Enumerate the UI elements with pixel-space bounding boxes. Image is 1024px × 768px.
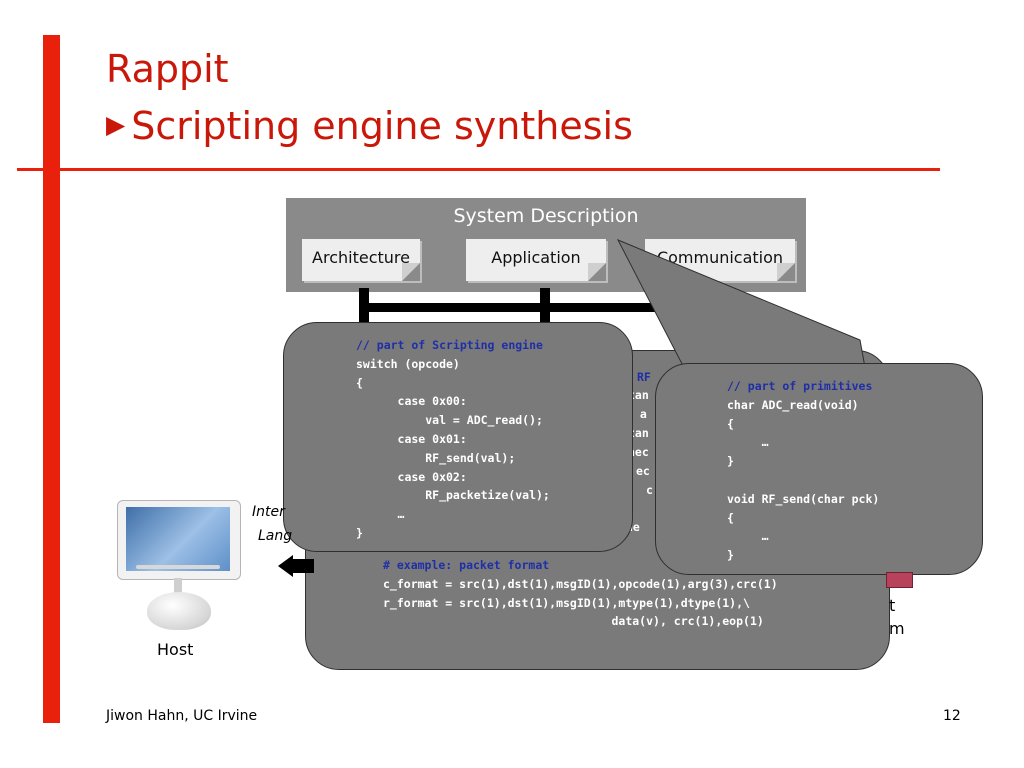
arrow-left-icon — [278, 555, 293, 577]
system-description-title: System Description — [453, 205, 639, 227]
page-number: 12 — [943, 708, 961, 724]
triangle-bullet-icon: ▶ — [106, 110, 126, 139]
page-fold-icon — [588, 263, 606, 281]
primitives-bubble — [655, 363, 983, 575]
primitives-line: } — [727, 548, 734, 563]
page-fold-icon — [777, 263, 795, 281]
communication-label: Communication — [656, 248, 784, 267]
scripting_engine-line: // part of Scripting engine — [356, 338, 543, 352]
footer-author: Jiwon Hahn, UC Irvine — [106, 708, 258, 724]
host-label: Host — [157, 640, 194, 659]
title-rule — [17, 168, 940, 171]
primitives-line: … — [727, 435, 769, 450]
hidden-code-fragment: ec — [636, 464, 650, 478]
packet_format-line: # example: packet format — [383, 558, 550, 572]
scripting_engine-line: { — [356, 375, 363, 390]
primitives-code: // part of primitives char ADC_read(void)… — [727, 377, 879, 565]
connector-application — [540, 288, 550, 336]
scripting-engine-code: // part of Scripting engine switch (opcod… — [356, 336, 550, 543]
interface-label-line1: Inter — [252, 504, 285, 520]
packet_format-line: data(v), crc(1),eop(1) — [383, 614, 764, 629]
slide-title: Rappit — [106, 47, 229, 91]
imac-neck — [174, 578, 182, 600]
slide-subtitle: ▶Scripting engine synthesis — [106, 102, 633, 149]
hidden-code-fragment: nec — [628, 445, 649, 459]
packet_format-line: c_format = src(1),dst(1),msgID(1),opcode… — [383, 576, 778, 591]
primitives-line — [727, 471, 879, 490]
primitives-line: void RF_send(char pck) — [727, 491, 880, 506]
primitives-line: char ADC_read(void) — [727, 397, 859, 412]
scripting_engine-line: … — [356, 507, 405, 522]
interface-label-line2: Lang — [258, 528, 293, 544]
scripting-engine-bubble — [283, 322, 633, 552]
scripting_engine-line: val = ADC_read(); — [356, 413, 543, 428]
primitives-line: { — [727, 510, 734, 525]
page-fold-icon — [402, 263, 420, 281]
hidden-code-fragment: RF — [637, 370, 651, 384]
hidden-code-fragment: tan — [628, 388, 649, 402]
scripting_engine-line: RF_packetize(val); — [356, 488, 550, 503]
application-card: Application — [466, 239, 606, 281]
primitives-line: // part of primitives — [727, 379, 873, 393]
scripting_engine-line: RF_send(val); — [356, 450, 516, 465]
imac-dock — [136, 565, 220, 569]
target-label-line1: t — [889, 596, 896, 615]
scripting_engine-line: } — [356, 525, 363, 540]
architecture-label: Architecture — [312, 248, 410, 267]
primitives-line: } — [727, 454, 734, 469]
target-label-line2: m — [889, 619, 905, 638]
subtitle-text: Scripting engine synthesis — [131, 104, 633, 148]
sensor-board-icon — [886, 572, 913, 588]
accent-bar — [43, 35, 60, 723]
primitives-line: … — [727, 529, 769, 544]
scripting_engine-line: case 0x01: — [356, 431, 467, 446]
hidden-code-fragment: c — [646, 483, 653, 497]
scripting_engine-line: case 0x02: — [356, 469, 467, 484]
primitives-line: { — [727, 416, 734, 431]
scripting_engine-line: switch (opcode) — [356, 356, 460, 371]
scripting_engine-line: case 0x00: — [356, 394, 467, 409]
imac-base — [147, 592, 211, 630]
application-label: Application — [491, 248, 581, 267]
packet-format-code: # example: packet format c_format = src(1… — [383, 556, 778, 631]
imac-screen — [126, 507, 230, 571]
connector-bus — [359, 303, 736, 312]
connector-architecture — [359, 288, 369, 338]
arrow-shaft — [292, 559, 314, 573]
packet_format-line: r_format = src(1),dst(1),msgID(1),mtype(… — [383, 595, 750, 610]
architecture-card: Architecture — [302, 239, 420, 281]
hidden-code-fragment: tan — [628, 426, 649, 440]
